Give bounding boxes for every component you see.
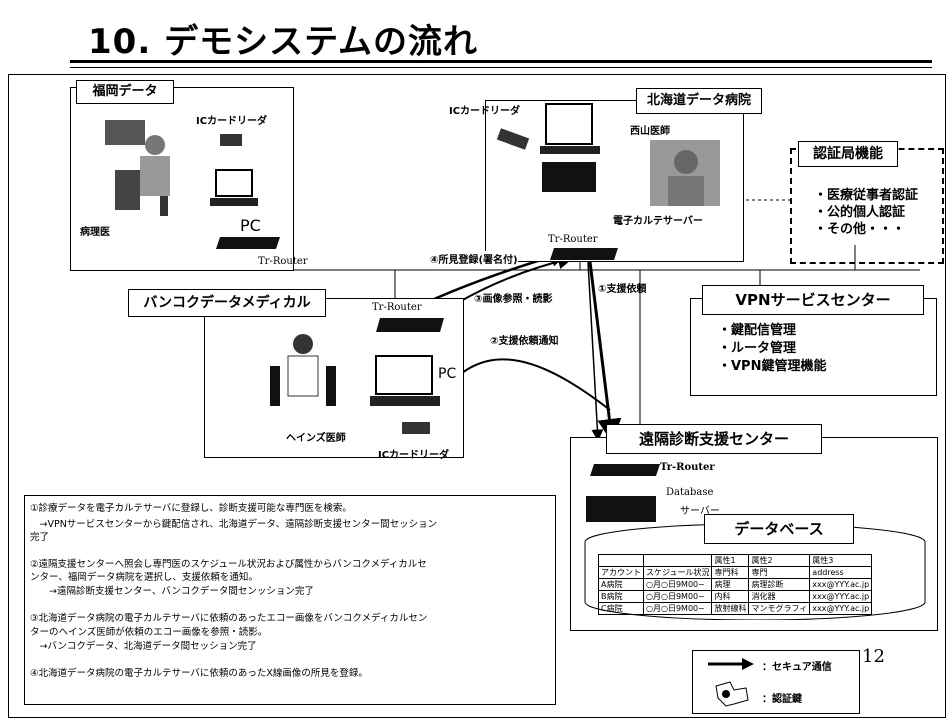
vpn-item: ・鍵配信管理: [718, 323, 797, 338]
table-cell: 病理診断: [748, 578, 811, 591]
hokkaido-title: 北海道データ病院: [636, 88, 762, 114]
router-icon: [590, 464, 660, 476]
table-cell: B病院: [598, 590, 644, 603]
table-cell: 属性1: [711, 554, 750, 567]
legend-key-label: ：認証鍵: [762, 694, 802, 705]
emr-server-label: 電子カルテサーバー: [613, 216, 703, 227]
laptop-icon: [370, 355, 440, 406]
legend-box: [692, 650, 860, 714]
fukuoka-pc-label: PC: [240, 216, 261, 235]
table-cell: ○月○日9M00~: [642, 590, 713, 603]
doctor-illustration: [650, 140, 720, 206]
table-cell: ○月○日9M00~: [642, 602, 713, 615]
table-cell: スケジュール状況: [642, 566, 713, 579]
pathologist-label: 病理医: [80, 227, 110, 238]
doctor-illustration: [270, 334, 336, 406]
table-cell: address: [809, 566, 873, 579]
secure-arrow-icon: [708, 658, 754, 670]
bangkok-ic-reader-label: ICカードリーダ: [378, 450, 450, 461]
bangkok-router-label: Tr-Router: [372, 302, 422, 313]
database-table: 属性1 属性2 属性3 アカウント スケジュール状況 専門科 専門 addres…: [598, 554, 873, 615]
database-label: Database: [666, 487, 714, 498]
table-row: 属性1 属性2 属性3: [598, 554, 873, 567]
table-cell: xxx@YYY.ac.jp: [809, 602, 873, 615]
remote-center-title: 遠隔診断支援センター: [606, 424, 822, 454]
vpn-item: ・VPN鍵管理機能: [718, 359, 827, 374]
table-cell: C病院: [598, 602, 644, 615]
table-cell: 消化器: [748, 590, 811, 603]
title-rule: [70, 60, 932, 63]
table-cell: ○月○日9M00~: [642, 578, 713, 591]
cert-item: ・医療従事者認証: [814, 188, 919, 203]
table-cell: 専門科: [711, 566, 750, 579]
table-row: C病院 ○月○日9M00~ 放射線科 マンモグラフィ xxx@YYY.ac.jp: [598, 602, 873, 615]
page-number: 12: [862, 646, 885, 667]
router-icon: [376, 318, 444, 332]
note-line: ンター、福岡データ病院を選択し、支援依頼を通知。: [30, 572, 258, 583]
table-row: アカウント スケジュール状況 専門科 専門 address: [598, 566, 873, 579]
note-line: ①診療データを電子カルテサーバに登録し、診断支援可能な専門医を検索。: [30, 503, 352, 514]
diagram-frame: [8, 74, 946, 718]
pathologist-illustration: [105, 120, 170, 216]
card-reader-icon: [220, 134, 242, 146]
cert-authority-title: 認証局機能: [798, 141, 898, 167]
cert-item: ・公的個人認証: [814, 205, 906, 220]
note-line: ②遠隔支援センターへ照会し専門医のスケジュール状況および属性からバンコクメディカ…: [30, 559, 427, 570]
note-line: ターのヘインズ医師が依頼のエコー画像を参照・読影。: [30, 627, 268, 638]
page-title: 10. デモシステムの流れ: [88, 22, 479, 62]
card-reader-icon: [496, 128, 530, 150]
remote-router-label: Tr-Router: [660, 462, 715, 473]
hokkaido-ic-reader-label: ICカードリーダ: [449, 106, 521, 117]
flow-3-label: ③画像参照・読影: [474, 294, 553, 305]
title-rule-thin: [70, 67, 932, 68]
note-line: ④北海道データ病院の電子カルテサーバに依頼のあったX線画像の所見を登録。: [30, 668, 368, 679]
table-cell: 専門: [748, 566, 811, 579]
table-cell: 属性3: [809, 554, 873, 567]
key-icon: [715, 681, 749, 707]
table-row: A病院 ○月○日9M00~ 病理 病理診断 xxx@YYY.ac.jp: [598, 578, 873, 591]
laptop-icon: [210, 169, 258, 206]
bangkok-pc-label: PC: [438, 366, 457, 382]
table-cell: マンモグラフィ: [748, 602, 811, 615]
flow-4-label: ④所見登録(署名付): [430, 251, 518, 266]
vpn-service-title: VPNサービスセンター: [702, 285, 924, 315]
bangkok-title: バンコクデータメディカル: [128, 289, 326, 317]
database-server-icon: [586, 496, 656, 522]
table-row: B病院 ○月○日9M00~ 内科 消化器 xxx@YYY.ac.jp: [598, 590, 873, 603]
table-cell: xxx@YYY.ac.jp: [809, 578, 873, 591]
table-cell: [598, 554, 644, 567]
note-line: →VPNサービスセンターから鍵配信され、北海道データ、遠隔診断支援センター間セッ…: [30, 519, 438, 530]
table-cell: 内科: [711, 590, 750, 603]
desktop-pc-icon: [540, 103, 600, 192]
flow-2-label: ②支援依頼通知: [490, 336, 559, 347]
vpn-item: ・ルータ管理: [718, 341, 797, 356]
fukuoka-title: 福岡データ: [76, 80, 174, 104]
fukuoka-router-label: Tr-Router: [258, 256, 308, 267]
database-title: データベース: [704, 514, 854, 544]
notes-box: [24, 495, 556, 705]
router-icon: [216, 237, 280, 249]
table-cell: 放射線科: [711, 602, 750, 615]
dr-haines-label: ヘインズ医師: [286, 433, 346, 444]
note-line: →バンコクデータ、北海道データ間セッション完了: [30, 641, 257, 652]
legend-secure-label: ：セキュア通信: [762, 662, 832, 673]
table-cell: 属性2: [748, 554, 811, 567]
server-label: サーバー: [680, 506, 720, 517]
note-line: 完了: [30, 532, 50, 543]
table-cell: A病院: [598, 578, 644, 591]
note-line: →遠隔診断支援センター、バンコクデータ間センッション完了: [30, 586, 314, 597]
table-cell: 病理: [711, 578, 750, 591]
cert-item: ・その他・・・: [814, 222, 906, 237]
table-cell: [642, 554, 713, 567]
flow-1-label: ①支援依頼: [598, 284, 647, 295]
table-cell: xxx@YYY.ac.jp: [809, 590, 873, 603]
fukuoka-ic-reader-label: ICカードリーダ: [196, 116, 268, 127]
table-cell: アカウント: [598, 566, 644, 579]
router-icon: [550, 248, 618, 260]
dr-nishiyama-label: 西山医師: [630, 126, 670, 137]
note-line: ③北海道データ病院の電子カルテサーバに依頼のあったエコー画像をバンコクメディカル…: [30, 613, 428, 624]
card-reader-icon: [402, 422, 430, 434]
hokkaido-router-label: Tr-Router: [548, 234, 598, 245]
